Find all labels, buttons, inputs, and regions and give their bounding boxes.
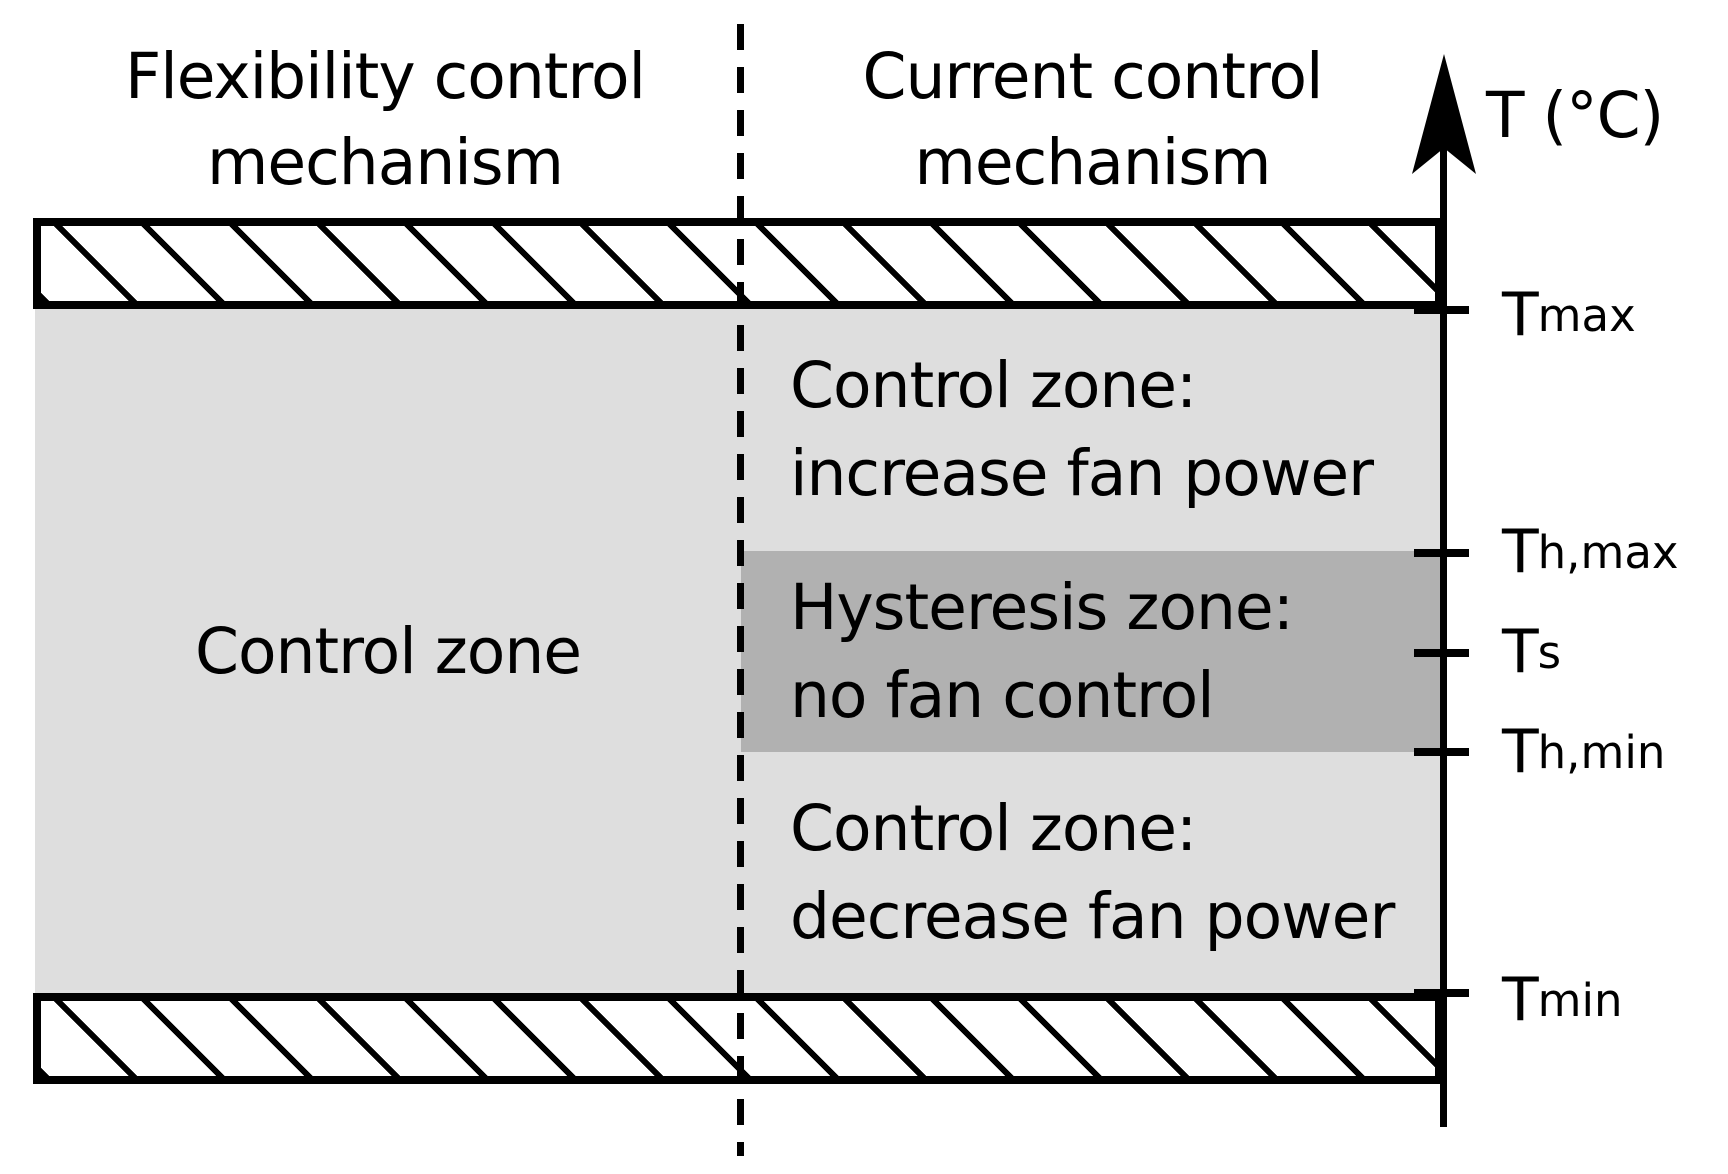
tick-label-main: T	[1502, 617, 1539, 687]
increase-zone-line2: increase fan power	[790, 437, 1374, 510]
column-header-current: Current control mechanism	[862, 40, 1323, 199]
tick-tmin	[1414, 989, 1469, 997]
tick-label-sub: max	[1537, 288, 1636, 342]
tick-label-sub: h,max	[1537, 525, 1679, 579]
axis-arrow-icon	[1412, 54, 1476, 174]
temperature-axis-line	[1440, 142, 1447, 1127]
increase-zone-line1: Control zone:	[790, 349, 1197, 422]
tick-label-sub: s	[1537, 625, 1562, 679]
tick-thmin	[1414, 748, 1469, 756]
tick-label-sub: min	[1537, 973, 1623, 1027]
hysteresis-zone-area	[741, 551, 1440, 752]
tick-tmax	[1414, 306, 1469, 314]
control-zone-label: Control zone	[194, 614, 582, 688]
decrease-zone-line1: Control zone:	[790, 791, 1197, 865]
tick-label-main: T	[1502, 280, 1539, 350]
dashed-divider-line	[737, 24, 744, 1156]
tick-label-main: T	[1502, 717, 1539, 787]
column-header-flexibility: Flexibility control mechanism	[124, 40, 646, 199]
tick-thmax	[1414, 549, 1469, 557]
decrease-zone-label: Control zone: decrease fan power	[790, 752, 1430, 993]
tick-label-main: T	[1502, 517, 1539, 587]
axis-title: T (°C)	[1486, 78, 1664, 152]
tick-ts	[1414, 649, 1469, 657]
tick-label-main: T	[1502, 965, 1539, 1035]
decrease-zone-line2: decrease fan power	[790, 879, 1395, 953]
hysteresis-zone-label: Hysteresis zone: no fan control	[790, 551, 1430, 752]
hysteresis-zone-line1: Hysteresis zone:	[790, 570, 1294, 644]
hysteresis-zone-line2: no fan control	[790, 658, 1215, 732]
tick-label-sub: h,min	[1537, 725, 1666, 779]
increase-zone-label: Control zone: increase fan power	[790, 309, 1430, 551]
